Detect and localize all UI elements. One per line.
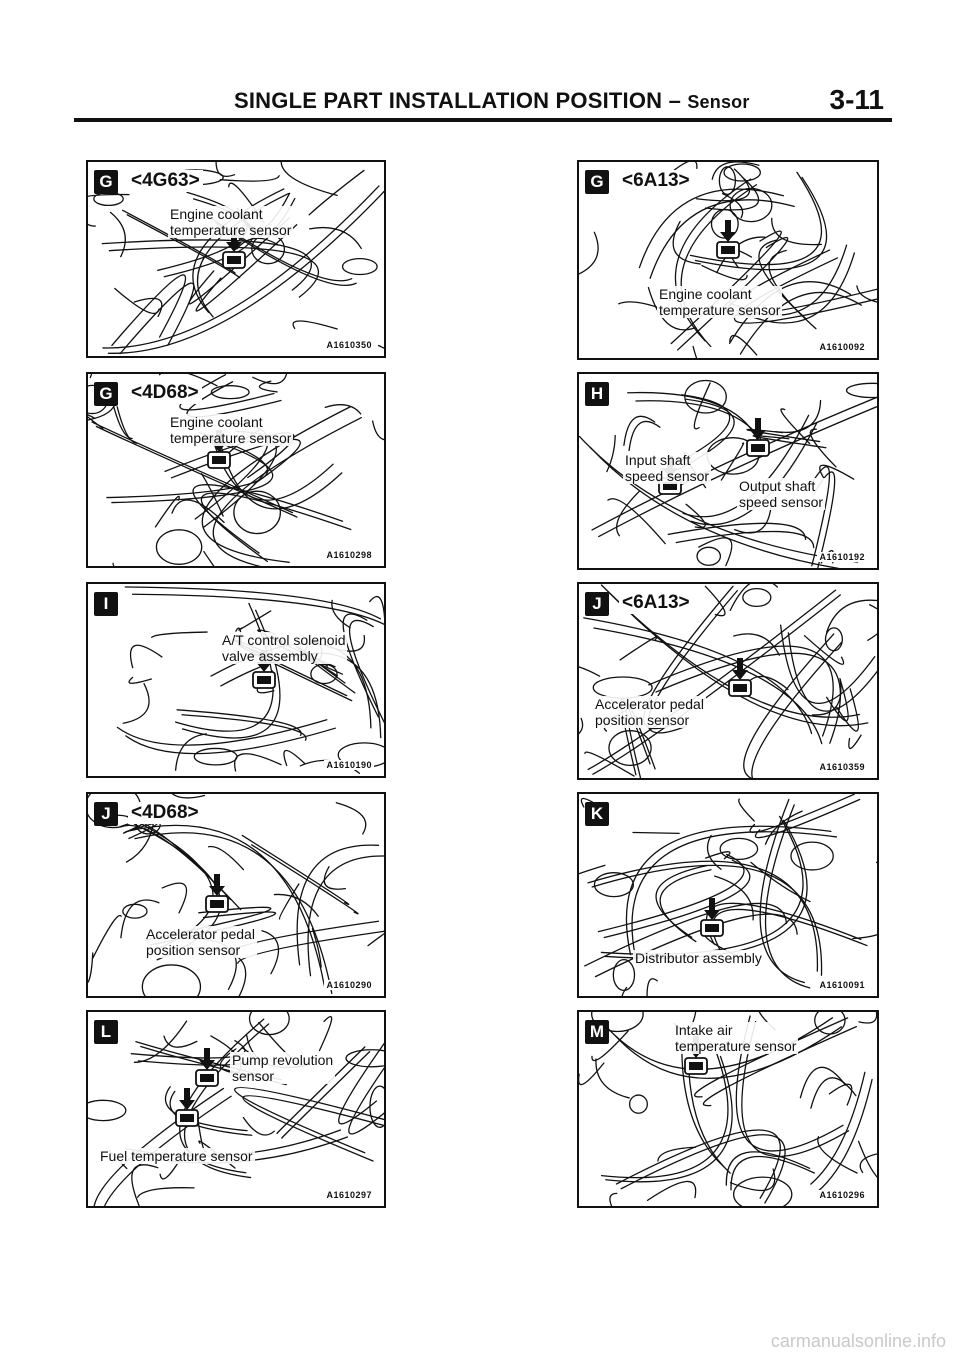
figure-panel: G <6A13> Engine coolant temperature sensor… xyxy=(577,160,879,360)
engine-model-label: <4D68> xyxy=(128,802,202,824)
page-header: SINGLE PART INSTALLATION POSITION – Sens… xyxy=(74,82,892,122)
component-label: Engine coolant temperature sensor xyxy=(657,286,783,318)
engine-bay-drawing xyxy=(579,584,877,778)
title-subtitle: Sensor xyxy=(687,92,750,112)
figure-code: A1610290 xyxy=(324,980,374,990)
figure-code: A1610192 xyxy=(817,552,867,562)
engine-bay-drawing xyxy=(116,586,384,774)
illustration xyxy=(579,794,877,996)
component-label: Fuel temperature sensor xyxy=(98,1148,255,1164)
panel-letter-badge: I xyxy=(94,592,118,616)
pointer-arrow-icon xyxy=(179,1088,195,1110)
sensor-connector-drawing xyxy=(716,241,740,259)
figure-code: A1610298 xyxy=(324,550,374,560)
component-label: Input shaft speed sensor xyxy=(623,452,712,484)
figure-code: A1610091 xyxy=(817,980,867,990)
component-label: Accelerator pedal position sensor xyxy=(144,926,257,958)
sensor-connector-drawing xyxy=(195,1069,219,1087)
component-label: Distributor assembly xyxy=(633,950,764,966)
title-separator: – xyxy=(668,88,682,113)
illustration xyxy=(116,586,384,774)
sensor-connector-drawing xyxy=(684,1057,708,1075)
figure-panel: J <6A13> Accelerator pedal position sensor… xyxy=(577,582,879,780)
figure-code: A1610359 xyxy=(817,762,867,772)
pointer-arrow-icon xyxy=(750,418,766,440)
figure-code: A1610297 xyxy=(324,1190,374,1200)
illustration xyxy=(88,162,384,355)
panel-letter-badge: G xyxy=(94,382,118,406)
component-label: Pump revolution sensor xyxy=(230,1052,336,1084)
illustration xyxy=(579,162,877,358)
illustration xyxy=(579,584,877,778)
engine-bay-drawing xyxy=(579,794,877,996)
panel-letter-badge: L xyxy=(94,1020,118,1044)
watermark: carmanualsonline.info xyxy=(770,1331,946,1351)
pointer-arrow-icon xyxy=(720,220,736,242)
component-label: Intake air temperature sensor xyxy=(673,1022,799,1054)
sensor-connector-drawing xyxy=(175,1109,199,1127)
panel-letter-badge: J xyxy=(585,592,609,616)
sensor-connector-drawing xyxy=(728,679,752,697)
engine-model-label: <6A13> xyxy=(619,592,693,614)
sensor-connector-drawing xyxy=(252,671,276,689)
component-label: Accelerator pedal position sensor xyxy=(593,696,706,728)
panel-letter-badge: J xyxy=(94,802,118,826)
panel-letter-badge: K xyxy=(585,802,609,826)
figure-panel: G <4G63> Engine coolant temperature sensor… xyxy=(86,160,386,358)
figure-code: A1610296 xyxy=(817,1190,867,1200)
header-rule xyxy=(74,118,892,122)
engine-bay-drawing xyxy=(88,162,384,355)
sensor-connector-drawing xyxy=(746,439,770,457)
pointer-arrow-icon xyxy=(209,874,225,896)
panel-letter-badge: M xyxy=(585,1020,609,1044)
illustration xyxy=(88,374,384,566)
figure-code: A1610190 xyxy=(324,760,374,770)
component-label: Engine coolant temperature sensor xyxy=(168,206,294,238)
panel-letter-badge: H xyxy=(585,382,609,406)
engine-model-label: <4G63> xyxy=(128,170,203,192)
pointer-arrow-icon xyxy=(226,230,242,252)
pointer-arrow-icon xyxy=(732,658,748,680)
page-title: SINGLE PART INSTALLATION POSITION – Sens… xyxy=(234,88,750,114)
figure-code: A1610350 xyxy=(324,340,374,350)
pointer-arrow-icon xyxy=(704,898,720,920)
sensor-connector-drawing xyxy=(207,451,231,469)
component-label: Output shaft speed sensor xyxy=(737,478,826,510)
engine-bay-drawing xyxy=(88,1012,384,1206)
illustration xyxy=(88,794,384,996)
figure-code: A1610092 xyxy=(817,342,867,352)
sensor-connector-drawing xyxy=(222,251,246,269)
panel-letter-badge: G xyxy=(94,170,118,194)
illustration xyxy=(88,1012,384,1206)
component-label: A/T control solenoid valve assembly xyxy=(220,632,348,664)
page-number: 3-11 xyxy=(829,84,885,115)
figure-panel: G <4D68> Engine coolant temperature sensor… xyxy=(86,372,386,568)
component-label: Engine coolant temperature sensor xyxy=(168,414,294,446)
engine-bay-drawing xyxy=(88,794,384,996)
sensor-connector-drawing xyxy=(205,895,229,913)
title-text: SINGLE PART INSTALLATION POSITION xyxy=(234,88,663,113)
engine-model-label: <4D68> xyxy=(128,382,202,404)
sensor-connector-drawing xyxy=(700,919,724,937)
engine-model-label: <6A13> xyxy=(619,170,693,192)
engine-bay-drawing xyxy=(579,162,877,358)
figure-panel: J <4D68> Accelerator pedal position sensor… xyxy=(86,792,386,998)
panel-letter-badge: G xyxy=(585,170,609,194)
pointer-arrow-icon xyxy=(199,1048,215,1070)
